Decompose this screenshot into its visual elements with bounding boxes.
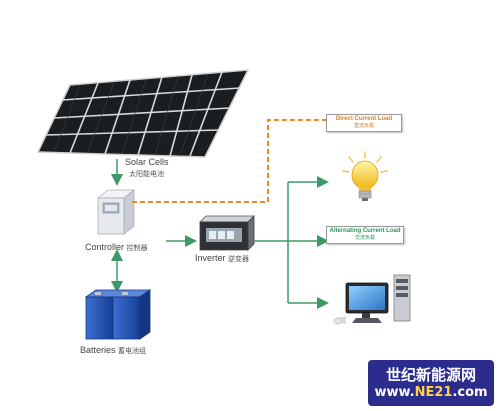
ac-load-box: Alternating Current Load 交流负载 bbox=[326, 226, 404, 244]
solar-cells-label-cn: 太阳能电池 bbox=[129, 171, 164, 178]
site-watermark-logo: 世纪新能源网 www.NE21.com bbox=[368, 360, 494, 406]
batteries-label: Batteries 蓄电池组 bbox=[80, 345, 146, 356]
watermark-accent: NE21 bbox=[414, 385, 453, 400]
controller-label-cn: 控制器 bbox=[126, 245, 148, 252]
light-bulb-icon bbox=[342, 151, 388, 201]
inverter-label: Inverter 逆变器 bbox=[195, 253, 249, 264]
inverter-label-en: Inverter bbox=[195, 253, 226, 263]
watermark-line2: www.NE21.com bbox=[368, 385, 494, 400]
inverter-label-cn: 逆变器 bbox=[228, 256, 250, 263]
controller-label-en: Controller bbox=[85, 242, 125, 252]
computer-icon bbox=[333, 274, 411, 325]
ac-distribution-lines bbox=[254, 176, 329, 309]
inverter-icon bbox=[199, 215, 255, 251]
solar-cells-label: Solar Cells bbox=[125, 157, 169, 167]
dc-load-title: Direct Current Load bbox=[335, 116, 393, 122]
controller-icon bbox=[96, 189, 136, 235]
batteries-label-cn: 蓄电池组 bbox=[118, 348, 147, 355]
controller-label: Controller 控制器 bbox=[85, 242, 148, 253]
watermark-line1: 世纪新能源网 bbox=[385, 366, 476, 384]
ac-load-title: Alternating Current Load bbox=[329, 228, 401, 234]
dc-load-title-cn: 直流负载 bbox=[353, 123, 374, 129]
dc-load-box: Direct Current Load 直流负载 bbox=[326, 114, 402, 132]
battery-icon bbox=[84, 289, 152, 340]
dc-load-line bbox=[132, 119, 326, 203]
batteries-label-en: Batteries bbox=[80, 345, 116, 355]
solar-panel-icon bbox=[36, 69, 250, 158]
watermark-prefix: www. bbox=[374, 385, 415, 400]
ac-load-title-cn: 交流负载 bbox=[354, 235, 375, 241]
watermark-suffix: .com bbox=[452, 385, 488, 400]
